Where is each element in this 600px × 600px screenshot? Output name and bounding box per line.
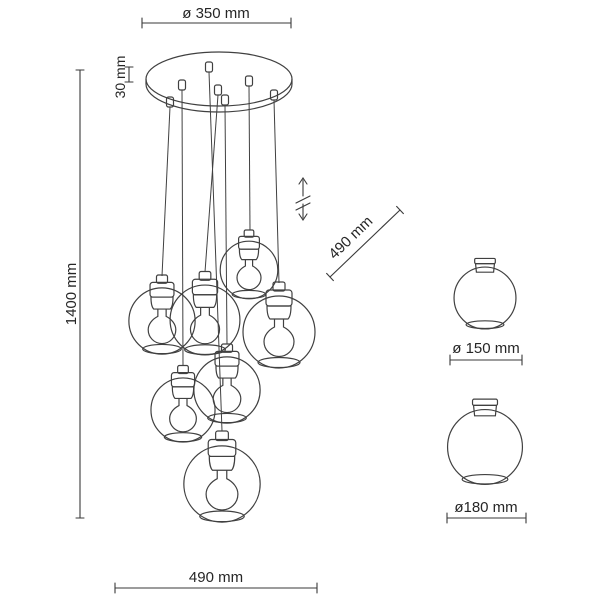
pendant-globe-7 <box>183 430 261 523</box>
cord-line <box>273 99 280 284</box>
cord-line <box>181 89 184 367</box>
pendant-cluster <box>128 229 316 523</box>
dim-cable-length: 490 mm <box>325 205 404 282</box>
small-shade-diameter-label: ø 150 mm <box>452 340 520 357</box>
cord-grip <box>244 75 254 87</box>
ceiling-canopy <box>145 51 293 113</box>
cord-line <box>204 94 219 273</box>
dim-small-shade-diameter: ø 150 mm <box>449 340 523 366</box>
cluster-width-label: 490 mm <box>189 569 243 586</box>
pendant-globe-4 <box>169 270 241 356</box>
dim-canopy-diameter: ø 350 mm <box>141 5 292 29</box>
cord-line <box>161 106 171 277</box>
large-shade-diameter-label: ø180 mm <box>454 499 517 516</box>
canopy-height-label: 30 mm <box>112 56 128 99</box>
cord-grip <box>204 61 214 73</box>
adjust-arrow-head-down <box>298 213 308 221</box>
suspension-cords <box>161 71 280 432</box>
pendant-globe-3 <box>128 274 196 355</box>
dimension-tick <box>396 205 404 215</box>
cord-grip <box>213 84 223 96</box>
canopy-rim <box>145 79 293 113</box>
height-adjustable-icon <box>295 177 311 221</box>
cord-grip <box>220 94 230 106</box>
dim-cluster-width: 490 mm <box>114 569 318 594</box>
dim-large-shade-diameter: ø180 mm <box>446 499 527 524</box>
cord-line <box>248 85 251 231</box>
adjust-break-mark <box>295 202 311 211</box>
cord-line <box>208 71 223 432</box>
cord-grips <box>165 61 279 108</box>
canopy-diameter-label: ø 350 mm <box>182 5 250 22</box>
pendant-globe-1 <box>219 229 279 300</box>
dimension-tick <box>326 272 334 282</box>
adjust-break-mark <box>295 195 311 204</box>
cord-line <box>224 104 228 345</box>
cord-grip <box>177 79 187 91</box>
dim-canopy-height: 30 mm <box>112 56 134 99</box>
shade-small-150 <box>453 257 517 330</box>
pendant-globe-2 <box>242 281 316 369</box>
cable-length-label: 490 mm <box>325 213 376 263</box>
pendant-globe-5 <box>150 364 216 443</box>
adjust-arrow-head-up <box>298 177 308 185</box>
shade-large-180 <box>446 398 524 486</box>
overall-height-label: 1400 mm <box>63 263 80 326</box>
dim-overall-height: 1400 mm <box>63 69 85 519</box>
dimension-line <box>329 209 401 278</box>
pendant-globe-6 <box>193 343 261 424</box>
cord-grip <box>269 89 279 101</box>
